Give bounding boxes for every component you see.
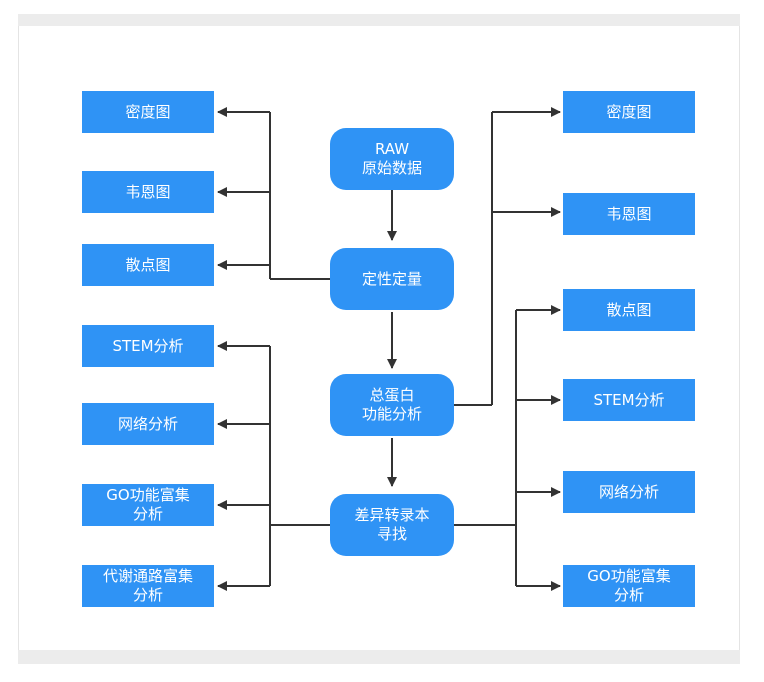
node-right-network-label: 网络分析	[598, 482, 659, 501]
node-right-scatter-label: 散点图	[606, 300, 652, 319]
node-left-pathway-line2: 分析	[132, 586, 163, 604]
node-total-protein: 总蛋白 功能分析	[330, 374, 454, 436]
node-qual-quant: 定性定量	[330, 248, 454, 310]
node-left-pathway-enrich: 代谢通路富集 分析	[82, 565, 214, 607]
node-right-go-line2: 分析	[613, 586, 644, 604]
node-raw-data: RAW 原始数据	[330, 128, 454, 190]
node-right-scatter: 散点图	[563, 289, 695, 331]
node-left-go-line1: GO功能富集	[106, 486, 190, 504]
node-raw-line1: RAW	[374, 140, 410, 158]
frame-top-band	[18, 14, 740, 26]
node-left-venn-label: 韦恩图	[125, 182, 171, 201]
node-qual-quant-label: 定性定量	[361, 269, 422, 288]
node-total-protein-line2: 功能分析	[361, 405, 422, 423]
node-left-density: 密度图	[82, 91, 214, 133]
node-right-stem-label: STEM分析	[593, 390, 665, 409]
node-right-stem: STEM分析	[563, 379, 695, 421]
node-right-go-line1: GO功能富集	[587, 567, 671, 585]
node-diff-transcript-line2: 寻找	[376, 525, 407, 543]
node-left-go-enrich: GO功能富集 分析	[82, 484, 214, 526]
node-left-stem: STEM分析	[82, 325, 214, 367]
node-right-network: 网络分析	[563, 471, 695, 513]
node-right-go-enrich: GO功能富集 分析	[563, 565, 695, 607]
node-total-protein-line1: 总蛋白	[369, 386, 415, 404]
node-left-venn: 韦恩图	[82, 171, 214, 213]
node-left-density-label: 密度图	[125, 102, 171, 121]
node-left-scatter-label: 散点图	[125, 255, 171, 274]
node-left-stem-label: STEM分析	[112, 336, 184, 355]
node-raw-line2: 原始数据	[361, 159, 422, 177]
node-left-go-line2: 分析	[132, 505, 163, 523]
node-right-venn: 韦恩图	[563, 193, 695, 235]
node-left-network: 网络分析	[82, 403, 214, 445]
node-left-network-label: 网络分析	[117, 414, 178, 433]
node-right-density: 密度图	[563, 91, 695, 133]
node-diff-transcript: 差异转录本 寻找	[330, 494, 454, 556]
node-right-venn-label: 韦恩图	[606, 204, 652, 223]
node-left-scatter: 散点图	[82, 244, 214, 286]
node-diff-transcript-line1: 差异转录本	[354, 506, 430, 524]
node-right-density-label: 密度图	[606, 102, 652, 121]
frame-bottom-band	[18, 650, 740, 664]
node-left-pathway-line1: 代谢通路富集	[102, 567, 193, 585]
